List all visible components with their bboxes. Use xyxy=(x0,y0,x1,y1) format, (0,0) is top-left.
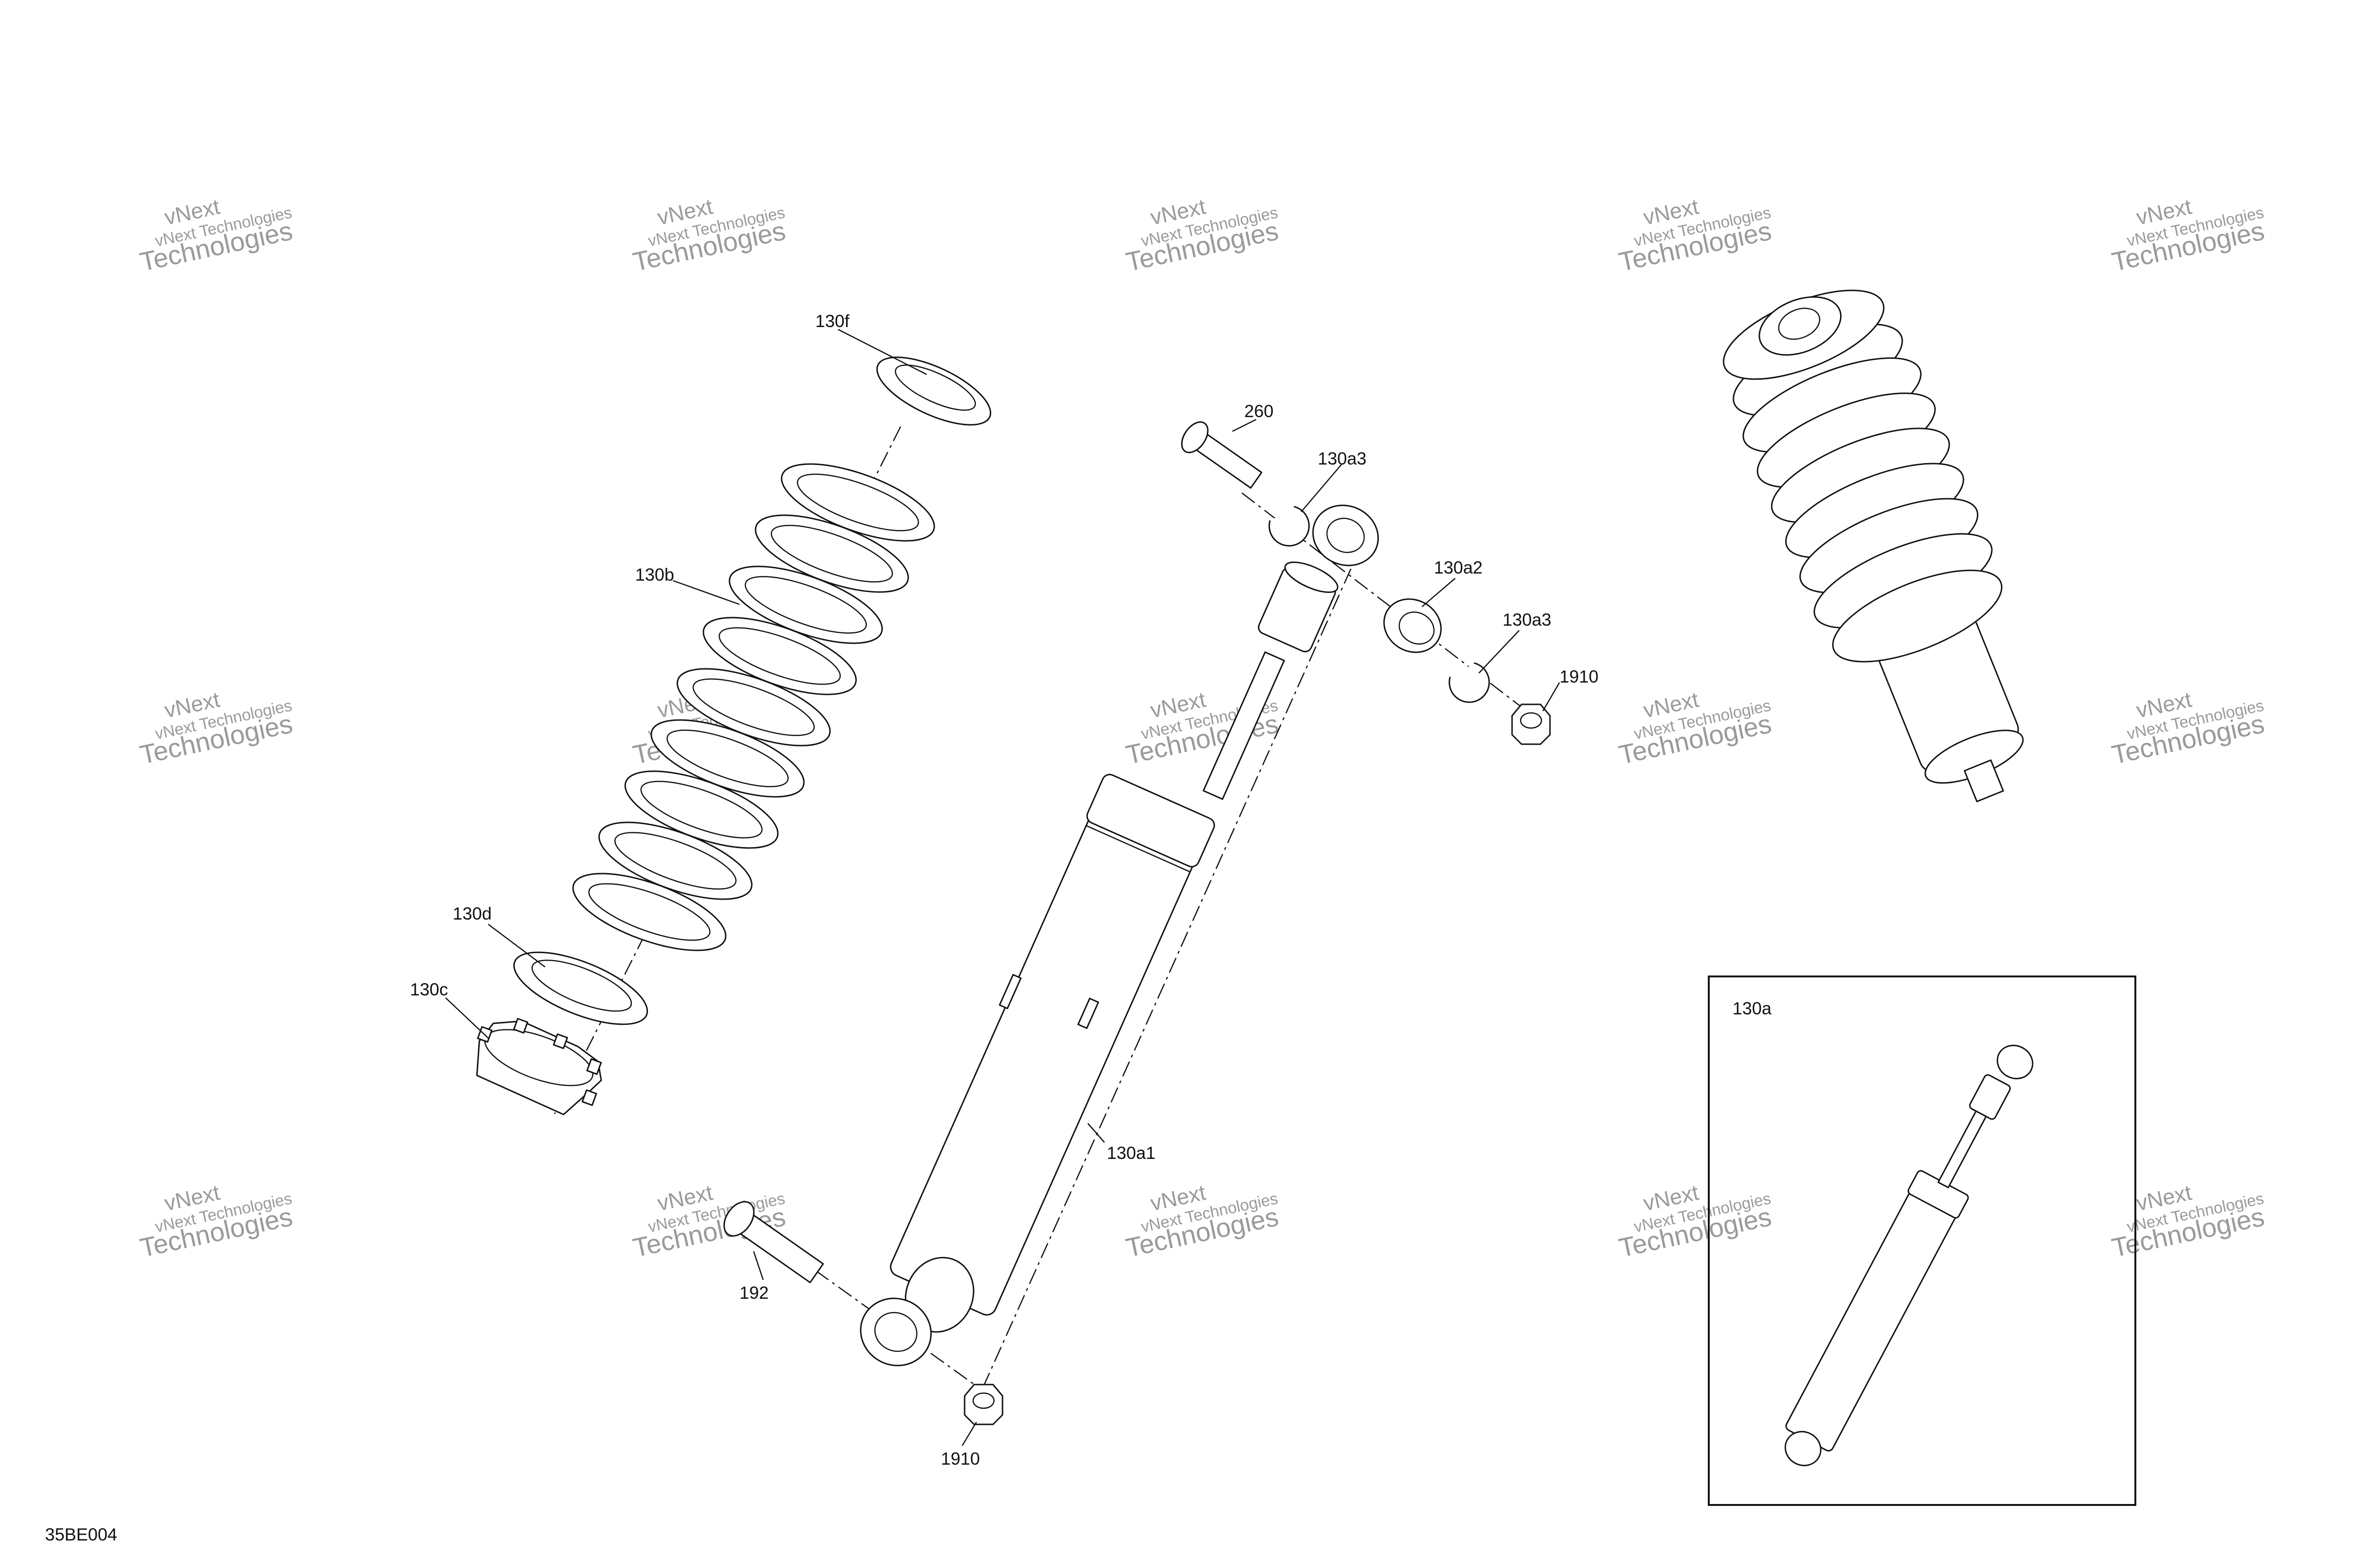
watermark: vNext vNext Technologies Technologies xyxy=(1616,687,1774,770)
inset-frame xyxy=(1708,975,2136,1506)
center-shock-absorber xyxy=(815,492,1546,1413)
callout-labels: 130f 130b 130d 130c 260 130a3 130a2 130a… xyxy=(410,311,1598,1468)
spring-assembly xyxy=(476,356,992,1115)
inset-shock-absorber xyxy=(1784,1045,2033,1467)
callout-1910-upper: 1910 xyxy=(1559,667,1598,686)
retaining-clip-lower xyxy=(1449,662,1490,703)
watermark: vNext vNext Technologies Technologies xyxy=(137,687,295,770)
shock-center-axis xyxy=(971,568,1352,1413)
lower-eye-bushing xyxy=(860,1297,932,1367)
lower-nut xyxy=(964,1384,1003,1425)
callout-1910-lower: 1910 xyxy=(941,1449,980,1468)
callout-130a3-lower: 130a3 xyxy=(1503,610,1551,629)
callout-192: 192 xyxy=(739,1283,769,1303)
shock-body xyxy=(890,774,1215,1333)
upper-bolt xyxy=(1181,421,1263,489)
upper-spring-seat xyxy=(876,356,992,426)
upper-bushing xyxy=(1383,598,1442,653)
callout-130b: 130b xyxy=(635,565,674,584)
watermark: vNext vNext Technologies Technologies xyxy=(1616,1180,1774,1263)
watermark: vNext vNext Technologies Technologies xyxy=(2109,687,2267,770)
watermark: vNext vNext Technologies Technologies xyxy=(2109,194,2267,277)
piston-rod xyxy=(1203,651,1285,800)
inset-label: 130a xyxy=(1732,999,1772,1018)
watermark: vNext vNext Technologies Technologies xyxy=(2109,1180,2267,1263)
adjuster-ring xyxy=(476,1018,602,1115)
callout-130c: 130c xyxy=(410,980,448,999)
callout-130a1: 130a1 xyxy=(1107,1143,1156,1163)
assembled-spring xyxy=(1732,323,2003,663)
callout-130a3-upper: 130a3 xyxy=(1318,449,1367,468)
watermark: vNext vNext Technologies Technologies xyxy=(630,194,788,277)
callout-130a2: 130a2 xyxy=(1434,558,1483,577)
lower-spring-seat xyxy=(513,951,648,1025)
lower-bolt xyxy=(723,1201,824,1284)
watermark: vNext vNext Technologies Technologies xyxy=(1616,194,1774,277)
inset-panel: 130a xyxy=(1708,975,2136,1506)
assembled-coilover xyxy=(1723,290,2024,802)
upper-eye-mount xyxy=(1258,504,1379,653)
watermark: vNext vNext Technologies Technologies xyxy=(1123,1180,1281,1263)
retaining-clip-upper xyxy=(1268,506,1310,547)
callout-260: 260 xyxy=(1244,401,1274,421)
leader-lines xyxy=(445,328,1560,1446)
watermark: vNext vNext Technologies Technologies xyxy=(137,1180,295,1263)
watermark: vNext vNext Technologies Technologies xyxy=(1123,194,1281,277)
callout-130f: 130f xyxy=(815,311,850,331)
drawing-code: 35BE004 xyxy=(45,1525,117,1544)
coil-spring xyxy=(572,463,935,951)
watermark: vNext vNext Technologies Technologies xyxy=(137,194,295,277)
upper-nut xyxy=(1511,703,1551,745)
callout-130d: 130d xyxy=(453,904,492,923)
